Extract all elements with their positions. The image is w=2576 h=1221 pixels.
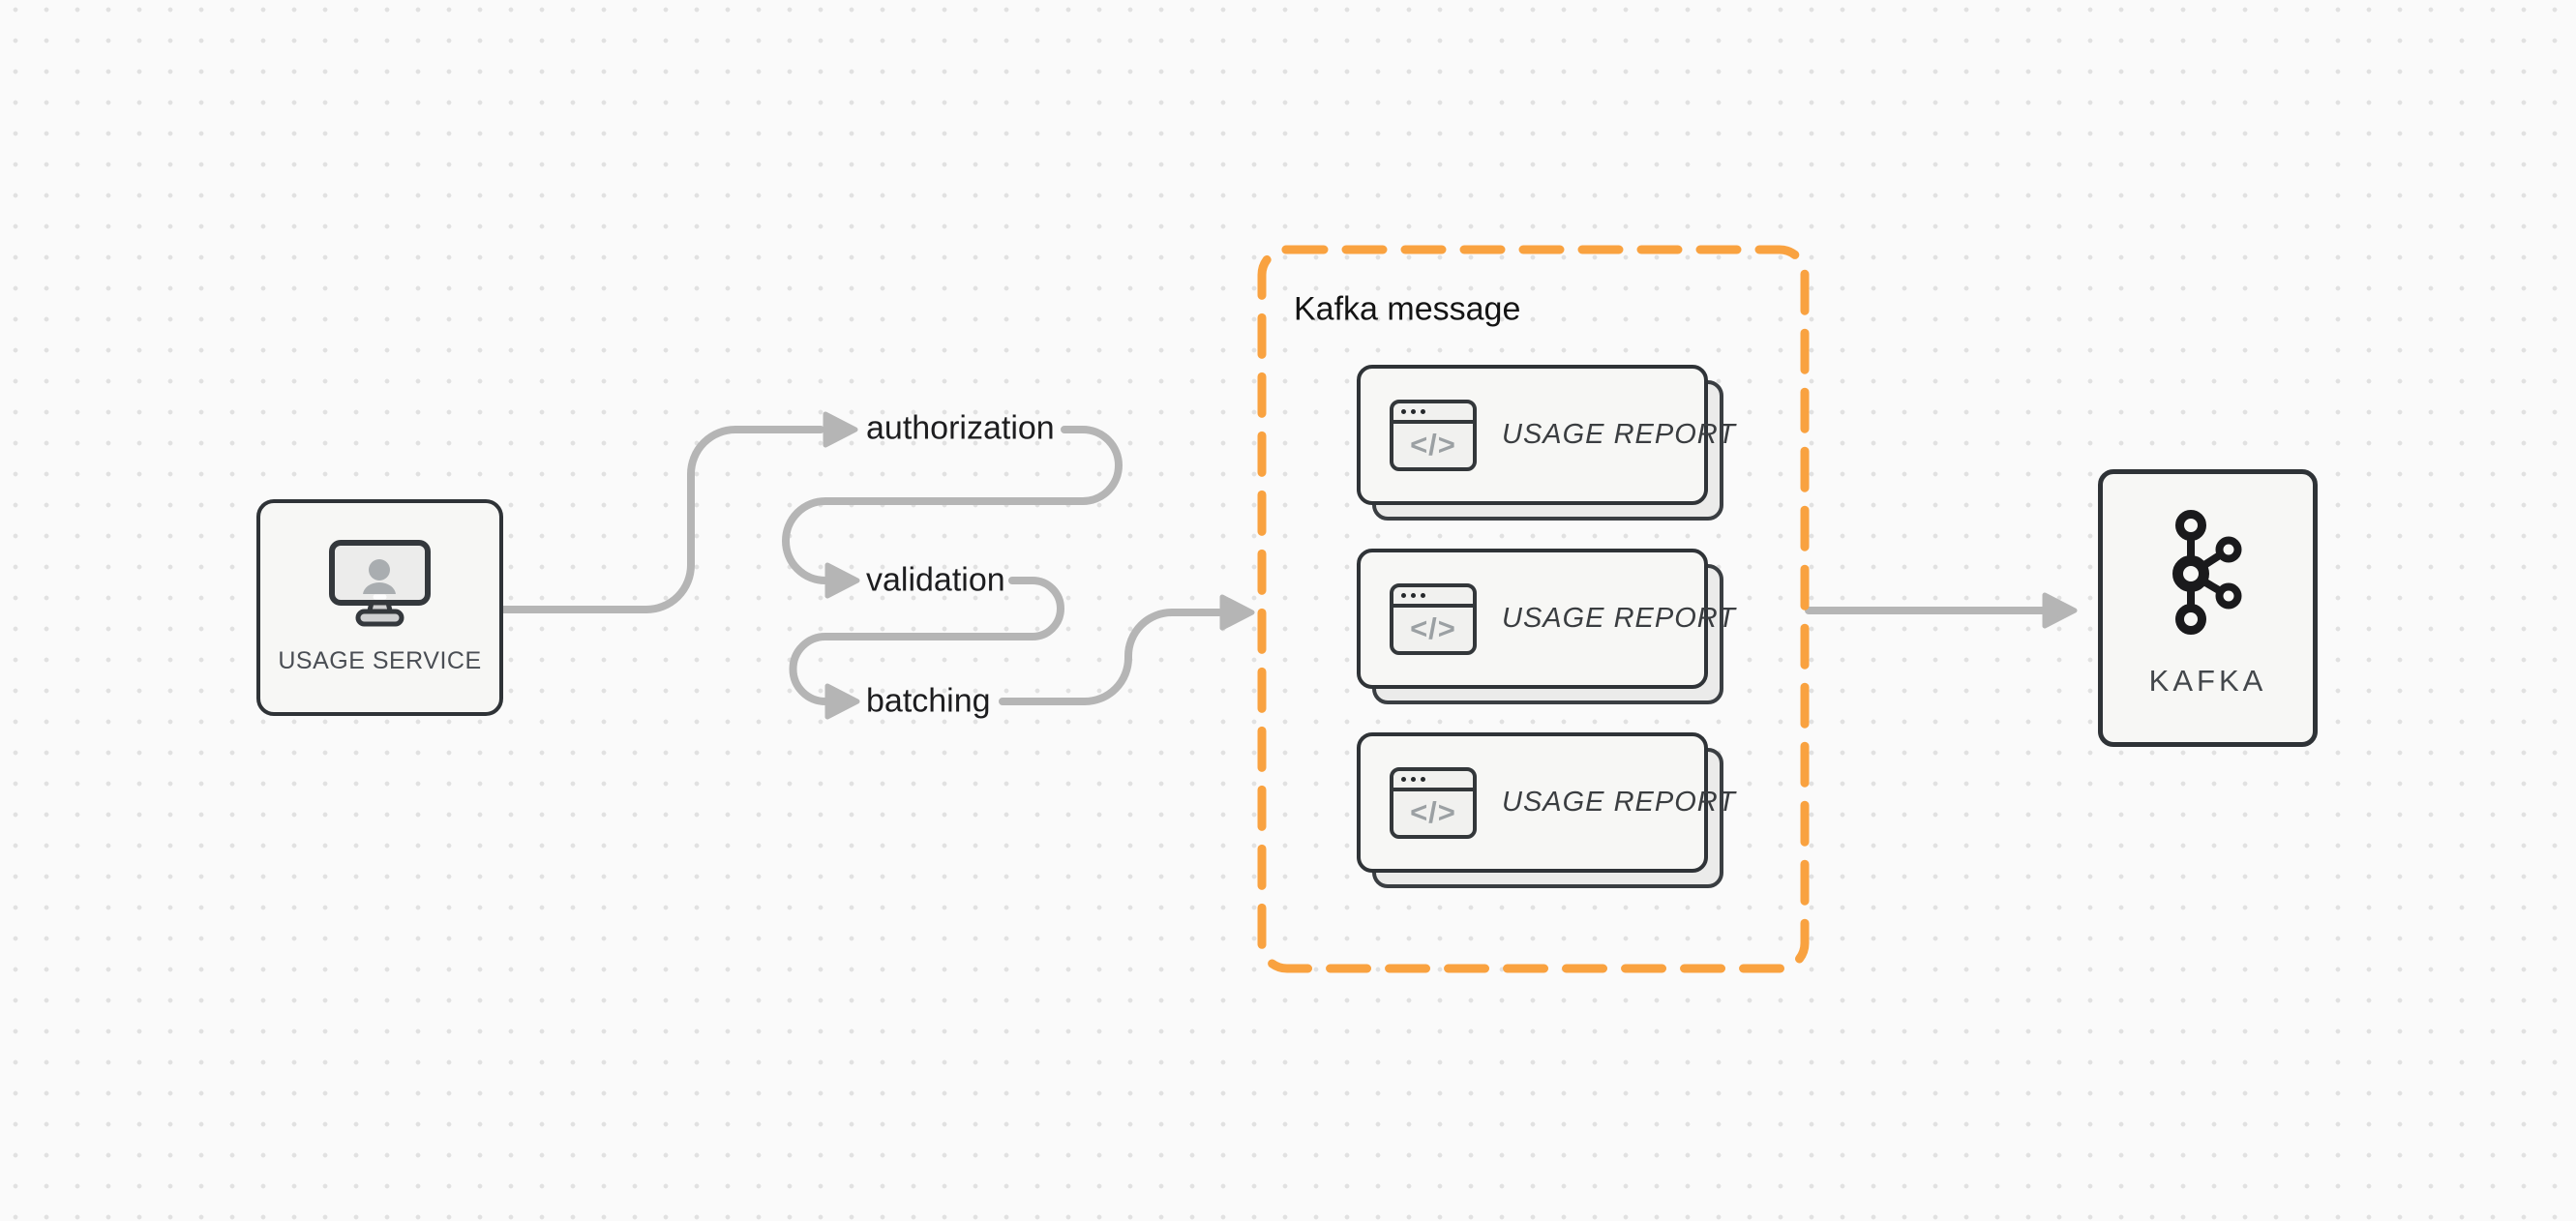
- browser-dot-icon: [1421, 776, 1425, 782]
- browser-icon-titlebar: [1393, 771, 1473, 791]
- kafka-label: KAFKA: [2148, 664, 2267, 698]
- usage-report-label: USAGE REPORT: [1502, 419, 1736, 450]
- code-glyph: </>: [1410, 428, 1456, 462]
- browser-icon-titlebar: [1393, 587, 1473, 608]
- code-glyph: </>: [1410, 795, 1456, 829]
- browser-dot-icon: [1411, 592, 1416, 598]
- kafka-message-group-title: Kafka message: [1294, 290, 1521, 328]
- browser-dot-icon: [1411, 776, 1416, 782]
- connector-batching-to-group: [999, 609, 1223, 705]
- connector-authorization-to-validation: [782, 426, 1123, 584]
- browser-dot-icon: [1401, 776, 1406, 782]
- step-label-authorization: authorization: [866, 409, 1055, 447]
- arrowhead-batching: [824, 683, 860, 720]
- code-glyph: </>: [1410, 611, 1456, 645]
- arrowhead-validation: [824, 562, 860, 599]
- usage-report-card: </> USAGE REPORT: [1357, 365, 1735, 521]
- step-label-batching: batching: [866, 682, 991, 720]
- kafka-node: KAFKA: [2098, 469, 2318, 747]
- browser-code-icon: </>: [1390, 582, 1477, 655]
- arrowhead-group-entry: [1219, 594, 1255, 631]
- card-face: </> USAGE REPORT: [1357, 365, 1735, 505]
- usage-report-card: </> USAGE REPORT: [1357, 732, 1735, 888]
- monitor-user-icon: [329, 540, 431, 627]
- usage-report-label: USAGE REPORT: [1502, 603, 1736, 634]
- kafka-logo-icon: [2172, 510, 2241, 635]
- card-face: </> USAGE REPORT: [1357, 732, 1735, 873]
- browser-dot-icon: [1411, 408, 1416, 414]
- arrowhead-kafka: [2042, 592, 2078, 629]
- browser-dot-icon: [1401, 408, 1406, 414]
- usage-report-label: USAGE REPORT: [1502, 787, 1736, 818]
- usage-service-node: USAGE SERVICE: [256, 499, 503, 716]
- browser-dot-icon: [1421, 408, 1425, 414]
- arrowhead-authorization: [823, 411, 858, 448]
- usage-service-label: USAGE SERVICE: [278, 647, 482, 674]
- kafka-message-group-border: [1257, 245, 1810, 973]
- connector-usage-to-authorization: [498, 426, 824, 613]
- usage-report-card: </> USAGE REPORT: [1357, 549, 1735, 704]
- browser-code-icon: </>: [1390, 766, 1477, 839]
- browser-icon-titlebar: [1393, 403, 1473, 424]
- step-label-validation: validation: [866, 561, 1005, 599]
- card-face: </> USAGE REPORT: [1357, 549, 1735, 689]
- browser-dot-icon: [1401, 592, 1406, 598]
- browser-dot-icon: [1421, 592, 1425, 598]
- connector-validation-to-batching: [789, 577, 1064, 705]
- browser-code-icon: </>: [1390, 399, 1477, 471]
